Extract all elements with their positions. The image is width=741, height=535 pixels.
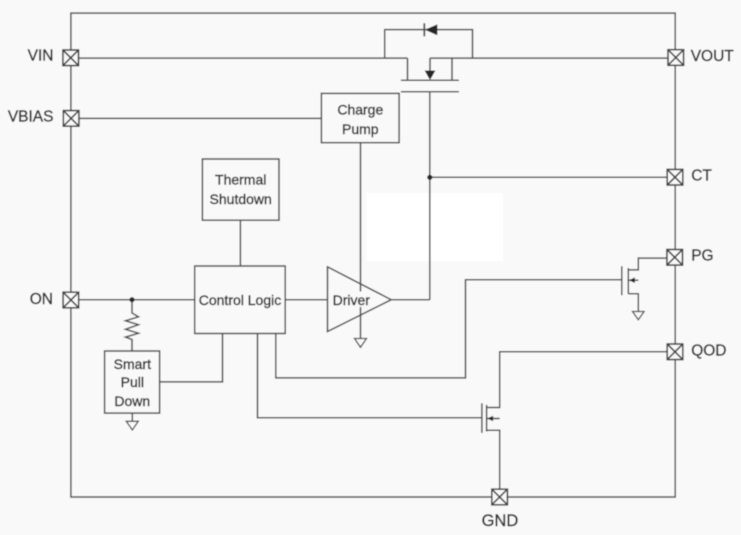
svg-text:Charge: Charge <box>337 102 383 118</box>
svg-text:PG: PG <box>691 248 713 265</box>
svg-text:GND: GND <box>482 512 519 530</box>
svg-text:Shutdown: Shutdown <box>210 191 272 207</box>
svg-text:CT: CT <box>691 168 712 185</box>
svg-text:Driver: Driver <box>333 292 371 308</box>
svg-text:VBIAS: VBIAS <box>8 109 54 126</box>
svg-text:VOUT: VOUT <box>691 48 735 65</box>
svg-text:Control Logic: Control Logic <box>199 292 282 308</box>
svg-text:Pump: Pump <box>342 121 379 137</box>
svg-text:VIN: VIN <box>28 48 54 65</box>
svg-text:QOD: QOD <box>691 342 726 359</box>
svg-text:ON: ON <box>30 291 53 308</box>
svg-text:Smart: Smart <box>114 356 151 372</box>
svg-text:Thermal: Thermal <box>215 172 266 188</box>
svg-text:Down: Down <box>114 393 150 409</box>
svg-text:Pull: Pull <box>121 374 144 390</box>
